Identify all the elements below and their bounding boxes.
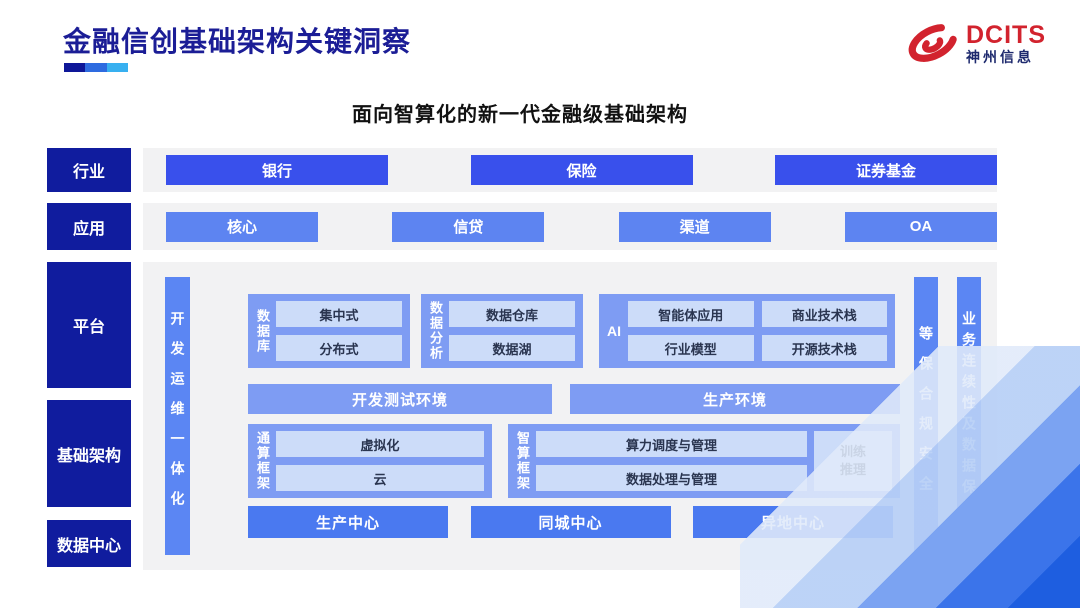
industry-item-bank: 银行 [166, 155, 388, 185]
framework-item-virtualization: 虚拟化 [276, 431, 484, 457]
platform-panel: 开发运维一体化 等保合规安全 业务连续性及数据保护 数据库 集中式 分布式 数据… [143, 262, 997, 570]
center-production: 生产中心 [248, 506, 448, 538]
database-item-centralized: 集中式 [276, 301, 402, 327]
rail-label-datacenter: 数据中心 [47, 520, 131, 567]
ai-group: AI 智能体应用 商业技术栈 行业模型 开源技术栈 [599, 294, 895, 368]
intelligent-compute-framework: 智算框架 算力调度与管理 数据处理与管理 训练推理 [508, 424, 900, 498]
analytics-item-warehouse: 数据仓库 [449, 301, 575, 327]
intelligent-framework-label: 智算框架 [515, 431, 530, 491]
devops-vertical-bar: 开发运维一体化 [165, 277, 190, 555]
ai-group-label: AI [607, 323, 621, 339]
application-item-core: 核心 [166, 211, 318, 242]
dev-test-environment-bar: 开发测试环境 [248, 384, 552, 414]
center-remote: 异地中心 [693, 506, 893, 538]
continuity-bar-label: 业务连续性及数据保护 [961, 311, 977, 521]
devops-bar-label: 开发运维一体化 [169, 311, 186, 521]
framework-item-compute-scheduling: 算力调度与管理 [536, 431, 807, 457]
central-content: 数据库 集中式 分布式 数据分析 数据仓库 数据湖 AI [248, 262, 900, 570]
company-logo: DCITS 神州信息 [906, 16, 1046, 70]
application-item-oa: OA [844, 211, 997, 242]
underline-segment [64, 63, 86, 72]
center-same-city: 同城中心 [470, 506, 671, 538]
underline-segment [106, 63, 128, 72]
rail-label-industry: 行业 [47, 148, 131, 192]
capability-groups-row: 数据库 集中式 分布式 数据分析 数据仓库 数据湖 AI [248, 294, 900, 368]
analytics-item-lake: 数据湖 [449, 335, 575, 361]
general-compute-framework: 通算框架 虚拟化 云 [248, 424, 492, 498]
training-inference-label: 训练推理 [839, 444, 866, 477]
analytics-group-items: 数据仓库 数据湖 [449, 301, 575, 361]
industry-item-securities: 证券基金 [775, 155, 997, 185]
framework-item-cloud: 云 [276, 465, 484, 491]
production-environment-bar: 生产环境 [570, 384, 900, 414]
environments-row: 开发测试环境 生产环境 [248, 384, 900, 414]
diagram-title: 面向智算化的新一代金融级基础架构 [352, 104, 688, 126]
continuity-vertical-bar: 业务连续性及数据保护 [957, 277, 981, 555]
data-centers-row: 生产中心 同城中心 异地中心 [248, 506, 893, 538]
security-bar-label: 等保合规安全 [918, 326, 934, 506]
industry-row: 银行 保险 证券基金 [143, 148, 997, 192]
rail-label-infrastructure: 基础架构 [47, 400, 131, 507]
general-framework-items: 虚拟化 云 [276, 431, 484, 491]
analytics-group: 数据分析 数据仓库 数据湖 [421, 294, 583, 368]
logo-text: DCITS 神州信息 [966, 21, 1046, 66]
industry-item-insurance: 保险 [470, 155, 693, 185]
title-underline [64, 63, 128, 72]
analytics-group-label: 数据分析 [428, 301, 443, 361]
dcits-swirl-icon [908, 24, 958, 62]
underline-segment [85, 63, 107, 72]
rail-label-platform: 平台 [47, 262, 131, 388]
logo-brand: DCITS [966, 20, 1046, 49]
application-row: 核心 信贷 渠道 OA [143, 203, 997, 250]
database-group: 数据库 集中式 分布式 [248, 294, 410, 368]
ai-item-agent-app: 智能体应用 [628, 301, 754, 327]
ai-item-open-source-stack: 开源技术栈 [761, 335, 887, 361]
security-vertical-bar: 等保合规安全 [914, 277, 938, 555]
application-item-channel: 渠道 [618, 211, 771, 242]
intelligent-framework-items: 算力调度与管理 数据处理与管理 [536, 431, 807, 491]
database-item-distributed: 分布式 [276, 335, 402, 361]
frameworks-row: 通算框架 虚拟化 云 智算框架 算力调度与管理 数据处理与管理 训练推理 [248, 424, 900, 498]
logo-company-name: 神州信息 [966, 49, 1034, 66]
database-group-label: 数据库 [255, 308, 270, 354]
ai-item-industry-model: 行业模型 [628, 335, 754, 361]
ai-item-commercial-stack: 商业技术栈 [761, 301, 887, 327]
rail-label-application: 应用 [47, 203, 131, 250]
ai-group-items: 智能体应用 商业技术栈 行业模型 开源技术栈 [628, 301, 887, 361]
general-framework-label: 通算框架 [255, 431, 270, 491]
framework-item-data-processing: 数据处理与管理 [536, 465, 807, 491]
framework-item-training-inference: 训练推理 [814, 431, 892, 491]
application-item-credit: 信贷 [392, 211, 545, 242]
database-group-items: 集中式 分布式 [276, 301, 402, 361]
page-title: 金融信创基础架构关键洞察 [63, 26, 412, 57]
